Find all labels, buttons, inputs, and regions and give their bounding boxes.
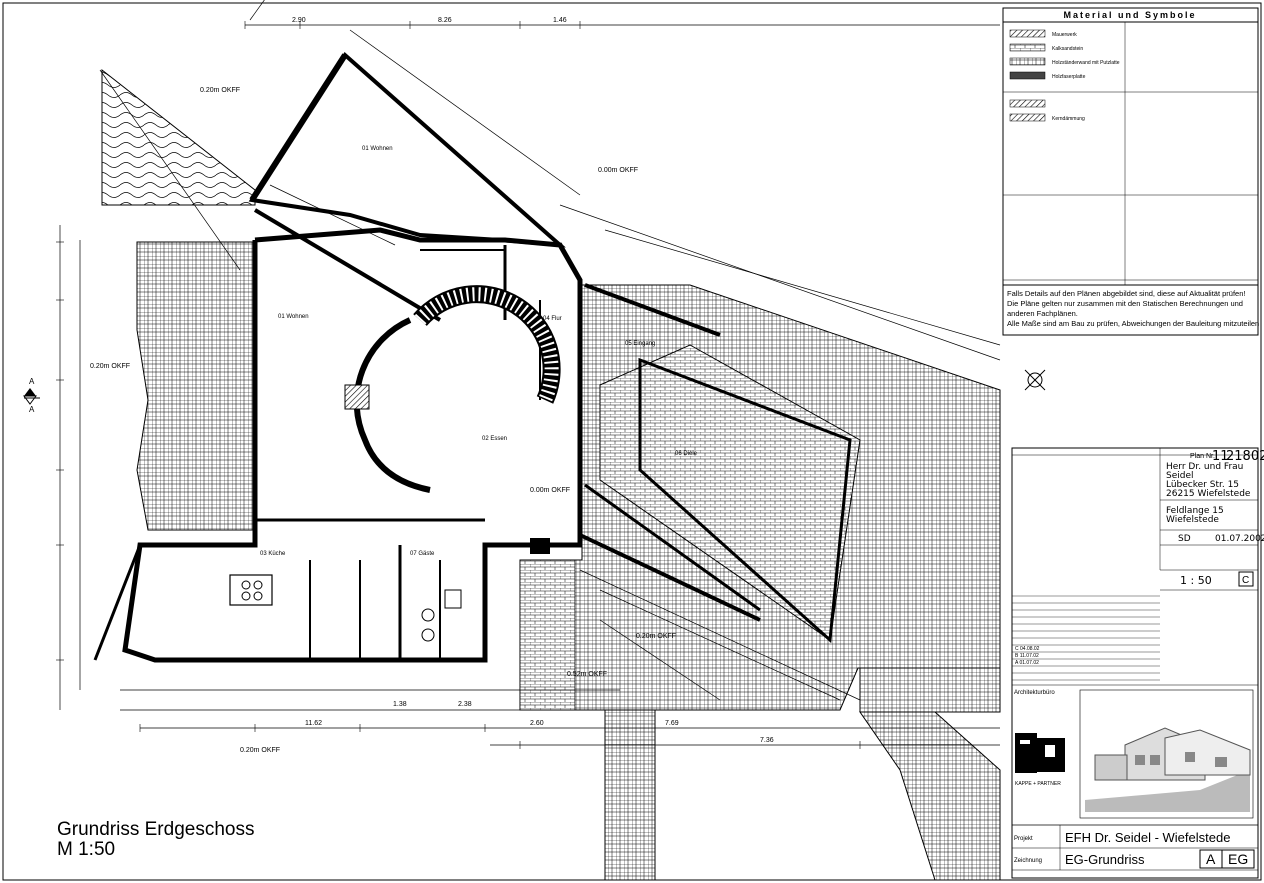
plan-nr: 11 — [1212, 449, 1229, 464]
office-name: KAPPE + PARTNER — [1015, 781, 1061, 787]
note-line-2: Die Pläne gelten nur zusammen mit den St… — [1007, 299, 1243, 308]
column-black — [530, 538, 550, 554]
dim-bottom-3: 7.36 — [760, 737, 774, 744]
project-label: Projekt — [1014, 836, 1033, 842]
room-label-wohnen-diag: 01 Wohnen — [362, 146, 393, 152]
terrace-left — [136, 241, 256, 531]
dimension-lines — [59, 0, 1001, 746]
note-line-3: anderen Fachplänen. — [1007, 309, 1078, 318]
dim-bottom-2: 7.69 — [665, 720, 679, 727]
legend-heading: Material und Symbole — [1063, 10, 1196, 20]
note-line-1: Falls Details auf den Plänen abgebildet … — [1007, 289, 1246, 298]
level-essen: 0.00m OKFF — [530, 487, 570, 494]
sheet-title-block: Grundriss Erdgeschoss M 1:50 — [57, 820, 254, 860]
drawing-code-eg: EG — [1228, 851, 1248, 867]
courtyard-wall — [638, 357, 852, 644]
washbasin — [421, 628, 435, 642]
revision-a: A 01.07.02 — [1015, 660, 1039, 666]
titleblock-scale: 1 : 50 — [1180, 574, 1212, 587]
level-courtyard: 0.20m OKFF — [636, 633, 676, 640]
section-mark-a — [23, 388, 40, 405]
walkway-southeast — [859, 711, 1001, 881]
level-pond: 0.20m OKFF — [200, 87, 240, 94]
dim-bottom-4: 1.38 — [393, 701, 407, 708]
fireplace — [344, 384, 370, 410]
room-label-eingang: 05 Eingang — [625, 341, 655, 347]
project-nr: 21802 — [1226, 449, 1264, 464]
legend-item-5: Kerndämmung — [1052, 116, 1085, 122]
legend-item-4: Holzfaserplatte — [1052, 74, 1086, 80]
site-line-2: Wiefelstede — [1166, 515, 1219, 525]
site-line-1: Feldlange 15 — [1166, 506, 1224, 516]
kitchen-island — [229, 574, 273, 606]
note-line-4: Alle Maße sind am Bau zu prüfen, Abweich… — [1007, 319, 1259, 328]
level-terrace: 0.20m OKFF — [90, 363, 130, 370]
plan-nr-label: Plan Nr. — [1190, 453, 1215, 460]
dim-top-1: 2.90 — [292, 17, 306, 24]
entrance-paving — [519, 559, 576, 711]
office-label: Architekturbüro — [1014, 690, 1055, 696]
legend-item-2: Kalksandstein — [1052, 46, 1083, 52]
section-label-a-top: A — [29, 377, 35, 386]
dim-bottom-5: 2.60 — [530, 720, 544, 727]
room-label-diele: 06 Diele — [675, 451, 698, 457]
legend-panel — [1002, 7, 1259, 286]
walkway-south — [604, 709, 656, 881]
sheet-scale: M 1:50 — [57, 839, 116, 860]
curved-staircase — [353, 285, 561, 493]
client-line-1: Herr Dr. und Frau — [1166, 462, 1243, 472]
revision-b: B 11.07.02 — [1015, 653, 1039, 659]
room-label-flur: 04 Flur — [543, 316, 562, 322]
dim-bottom-1: 11.62 — [305, 720, 322, 727]
north-arrow-icon — [1024, 369, 1046, 391]
drawn-by: SD — [1178, 534, 1191, 544]
client-line-2: Seidel — [1166, 471, 1194, 481]
dim-top-3: 1.46 — [553, 17, 567, 24]
room-label-gaeste: 07 Gäste — [410, 551, 435, 557]
toilet — [421, 608, 435, 622]
notes-box — [1002, 284, 1259, 336]
drawing-code-a: A — [1206, 851, 1216, 867]
revision-c: C 04.08.02 — [1015, 646, 1040, 652]
drawing-name: EG-Grundriss — [1065, 852, 1145, 867]
level-entrance: 0.52m OKFF — [567, 671, 607, 678]
dim-top-2: 8.26 — [438, 17, 452, 24]
dim-bottom-6: 2.38 — [458, 701, 472, 708]
sheet-title: Grundriss Erdgeschoss — [57, 819, 255, 840]
shower — [444, 589, 462, 609]
terrace-right-lower — [859, 667, 1001, 713]
room-label-essen: 02 Essen — [482, 436, 507, 442]
room-label-kueche: 03 Küche — [260, 551, 286, 557]
drawing-label: Zeichnung — [1014, 858, 1042, 864]
level-south: 0.20m OKFF — [240, 747, 280, 754]
client-line-4: 26215 Wiefelstede — [1166, 489, 1251, 499]
index-letter: C — [1242, 575, 1249, 586]
legend-item-1: Mauerwerk — [1052, 32, 1077, 38]
client-line-3: Lübecker Str. 15 — [1166, 480, 1239, 490]
project-name: EFH Dr. Seidel - Wiefelstede — [1065, 830, 1230, 845]
section-label-a-bottom: A — [29, 405, 35, 414]
pond-area — [101, 68, 256, 206]
title-block — [1011, 447, 1259, 879]
date: 01.07.2002 — [1215, 534, 1264, 544]
level-north: 0.00m OKFF — [598, 167, 638, 174]
legend-item-3: Holzständerwand mit Putzlatte — [1052, 60, 1120, 66]
dimension-ticks — [56, 21, 861, 749]
room-label-wohnen: 01 Wohnen — [278, 314, 309, 320]
